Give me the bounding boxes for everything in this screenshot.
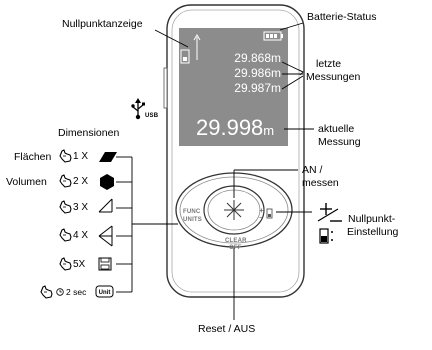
hand-icon: [59, 257, 72, 271]
dimension-name-areas: Flächen: [14, 151, 52, 163]
plus-minus-zero-point-icon: [317, 203, 342, 222]
history-value-3: 29.987m: [234, 81, 281, 95]
units-button-label[interactable]: UNITS: [183, 217, 202, 223]
func-button-label[interactable]: FUNC: [183, 209, 201, 215]
dimension-count-6: 2 sec: [66, 287, 87, 297]
usb-label: USB: [145, 113, 159, 119]
dimension-count-2: 2 X: [73, 176, 89, 187]
dimension-count-5: 5X: [73, 259, 86, 270]
battery-status-line: [279, 22, 304, 31]
svg-text:−: −: [259, 213, 264, 222]
unit-button-icon: [95, 285, 114, 298]
device-inner-rim: [171, 9, 300, 293]
history-value-2: 29.986m: [234, 66, 281, 80]
history-value-1: 29.868m: [234, 51, 281, 65]
hand-icon: [59, 149, 72, 163]
on-measure-label-line2: messen: [302, 177, 339, 189]
dimensions-title: Dimensionen: [58, 127, 120, 139]
current-value: 29.998m: [196, 115, 274, 141]
last-measurements-label-line1: letzte: [316, 58, 342, 70]
current-measurement-label-line1: aktuelle: [318, 123, 355, 135]
zero-point-screen-icon: [180, 49, 190, 64]
off-button-label[interactable]: OFF: [229, 245, 242, 251]
zero-point-setting-label-line2: Einstellung: [347, 226, 399, 238]
svg-text:+: +: [259, 206, 264, 215]
current-value-unit: m: [263, 123, 275, 138]
dimension-name-volume: Volumen: [6, 176, 47, 188]
hand-icon: [59, 174, 72, 188]
clear-button-label[interactable]: CLEAR: [225, 238, 247, 244]
hand-icon: [40, 285, 53, 299]
zero-point-display-line: [154, 29, 189, 48]
dimension-count-3: 3 X: [73, 202, 89, 213]
last-measurements-label-line2: Messungen: [306, 71, 361, 83]
timer-icon: [56, 288, 64, 296]
double-triangle-icon: [98, 225, 113, 247]
hand-icon: [59, 200, 72, 214]
zero-point-device-icon: [319, 228, 333, 244]
unit-button-text: Unit: [99, 290, 111, 296]
zero-point-setting-label-line1: Nullpunkt-: [348, 213, 396, 225]
current-measurement-label-line2: Messung: [318, 136, 361, 148]
usb-icon: [131, 98, 145, 120]
triangle-indirect-icon: [98, 198, 113, 213]
dimension-count-4: 4 X: [73, 230, 89, 241]
save-icon: [98, 257, 112, 271]
battery-status-label: Batterie-Status: [307, 11, 377, 23]
reset-off-label: Reset / AUS: [198, 323, 256, 335]
parallelogram-icon: [99, 152, 117, 162]
on-measure-label-line1: AN /: [302, 164, 323, 176]
side-port: [163, 67, 168, 109]
hexagon-icon: [100, 174, 114, 190]
current-value-number: 29.998: [196, 115, 264, 140]
hand-icon: [59, 228, 72, 242]
dimension-count-1: 1 X: [73, 151, 89, 162]
zero-point-display-label: Nullpunktanzeige: [62, 18, 143, 30]
